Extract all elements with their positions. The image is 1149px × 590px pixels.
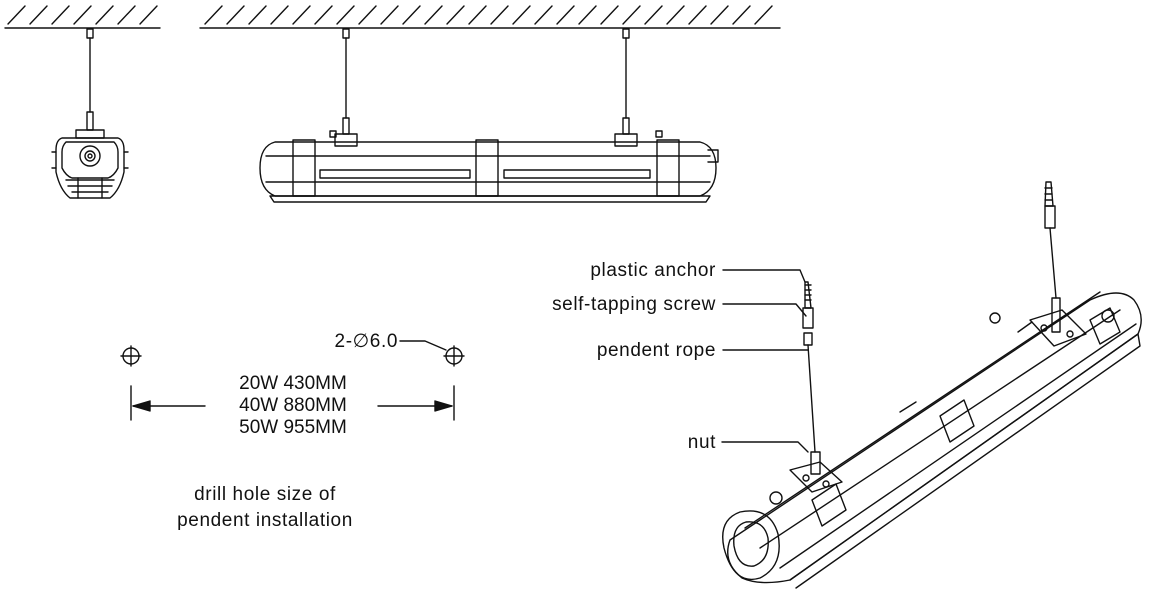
drill-hole-layout: [120, 340, 465, 421]
dimension-20w: 20W 430MM: [239, 373, 347, 394]
isometric-fixture: [722, 181, 1142, 589]
ceiling-right: [199, 5, 781, 29]
dimension-50w: 50W 955MM: [239, 417, 347, 438]
label-nut: nut: [687, 432, 716, 453]
front-view-fixture: [259, 28, 719, 203]
ceiling-left: [4, 5, 161, 29]
end-view-fixture: [51, 28, 129, 199]
label-plastic-anchor: plastic anchor: [590, 260, 716, 281]
caption-line-1: drill hole size of: [194, 484, 336, 505]
hole-spec-label: 2-∅6.0: [334, 331, 398, 352]
hole-spec-leader: [399, 340, 447, 351]
label-pendent-rope: pendent rope: [596, 340, 716, 361]
dimension-40w: 40W 880MM: [239, 395, 347, 416]
callout-leaders: [721, 269, 809, 453]
label-self-tapping-screw: self-tapping screw: [552, 294, 716, 315]
caption-line-2: pendent installation: [177, 510, 353, 531]
